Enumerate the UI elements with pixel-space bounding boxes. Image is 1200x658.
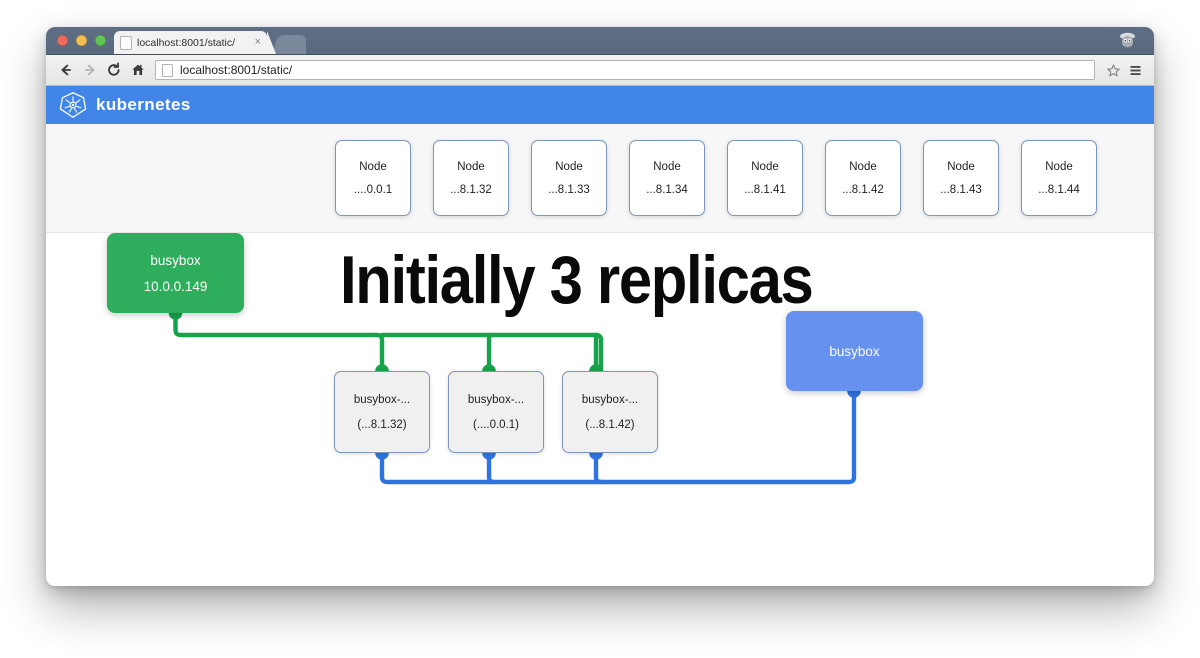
pod-ip: (...8.1.42): [585, 418, 635, 431]
service-box-blue[interactable]: busybox: [786, 311, 923, 391]
node-ip: ...8.1.34: [646, 183, 688, 196]
topology-canvas: Initially 3 replicas busybox 10.0.0.149 …: [46, 233, 1154, 586]
service-name: busybox: [829, 343, 880, 359]
node-ip: ...8.1.41: [744, 183, 786, 196]
node-label: Node: [653, 160, 681, 173]
new-tab-button[interactable]: [272, 35, 306, 54]
pod-card[interactable]: busybox-... (....0.0.1): [448, 371, 544, 453]
browser-titlebar: localhost:8001/static/ ×: [46, 27, 1154, 55]
pod-name: busybox-...: [581, 393, 639, 406]
node-card[interactable]: Node ...8.1.41: [727, 140, 803, 216]
hamburger-menu-icon[interactable]: [1124, 58, 1146, 82]
minimize-button[interactable]: [76, 35, 87, 46]
app-header: kubernetes: [46, 86, 1154, 124]
pod-list: busybox-... (...8.1.32) busybox-... (...…: [334, 371, 658, 453]
node-label: Node: [359, 160, 387, 173]
close-button[interactable]: [57, 35, 68, 46]
node-label: Node: [457, 160, 485, 173]
address-bar[interactable]: localhost:8001/static/: [155, 60, 1095, 80]
app-title: kubernetes: [96, 95, 191, 114]
node-card[interactable]: Node ...8.1.33: [531, 140, 607, 216]
kubernetes-logo: [59, 91, 87, 119]
node-label: Node: [751, 160, 779, 173]
pod-name: busybox-...: [467, 393, 525, 406]
star-icon[interactable]: [1102, 58, 1124, 82]
node-ip: ...8.1.42: [842, 183, 884, 196]
close-icon[interactable]: ×: [254, 36, 261, 48]
node-list: Node ....0.0.1 Node ...8.1.32 Node ...8.…: [335, 140, 1097, 216]
node-label: Node: [947, 160, 975, 173]
browser-toolbar: localhost:8001/static/: [46, 55, 1154, 86]
node-card[interactable]: Node ....0.0.1: [335, 140, 411, 216]
node-card[interactable]: Node ...8.1.43: [923, 140, 999, 216]
node-card[interactable]: Node ...8.1.42: [825, 140, 901, 216]
service-name: busybox: [150, 252, 201, 268]
service-box-green[interactable]: busybox 10.0.0.149: [107, 233, 244, 313]
node-label: Node: [555, 160, 583, 173]
pod-ip: (....0.0.1): [472, 418, 520, 431]
incognito-icon: [1115, 29, 1140, 53]
node-label: Node: [1045, 160, 1073, 173]
node-ip: ...8.1.33: [548, 183, 590, 196]
forward-arrow-icon: [78, 58, 102, 82]
window-controls: [57, 35, 106, 46]
reload-icon[interactable]: [102, 58, 126, 82]
node-card[interactable]: Node ...8.1.34: [629, 140, 705, 216]
node-label: Node: [849, 160, 877, 173]
annotation-text: Initially 3 replicas: [340, 242, 814, 318]
url-text: localhost:8001/static/: [180, 63, 293, 77]
back-arrow-icon[interactable]: [54, 58, 78, 82]
zoom-button[interactable]: [95, 35, 106, 46]
node-card[interactable]: Node ...8.1.44: [1021, 140, 1097, 216]
page-icon: [120, 35, 132, 50]
node-ip: ...8.1.43: [940, 183, 982, 196]
node-strip: Node ....0.0.1 Node ...8.1.32 Node ...8.…: [46, 124, 1154, 233]
node-ip: ...8.1.44: [1038, 183, 1080, 196]
page-icon: [162, 63, 173, 77]
service-ip: 10.0.0.149: [143, 278, 208, 294]
node-card[interactable]: Node ...8.1.32: [433, 140, 509, 216]
node-ip: ....0.0.1: [353, 183, 393, 196]
pod-name: busybox-...: [353, 393, 411, 406]
browser-window: localhost:8001/static/ ×: [46, 27, 1154, 586]
pod-card[interactable]: busybox-... (...8.1.42): [562, 371, 658, 453]
pod-card[interactable]: busybox-... (...8.1.32): [334, 371, 430, 453]
browser-tab[interactable]: localhost:8001/static/ ×: [114, 31, 276, 54]
node-ip: ...8.1.32: [450, 183, 492, 196]
tab-title: localhost:8001/static/: [137, 36, 236, 49]
home-icon[interactable]: [126, 58, 150, 82]
pod-ip: (...8.1.32): [357, 418, 407, 431]
